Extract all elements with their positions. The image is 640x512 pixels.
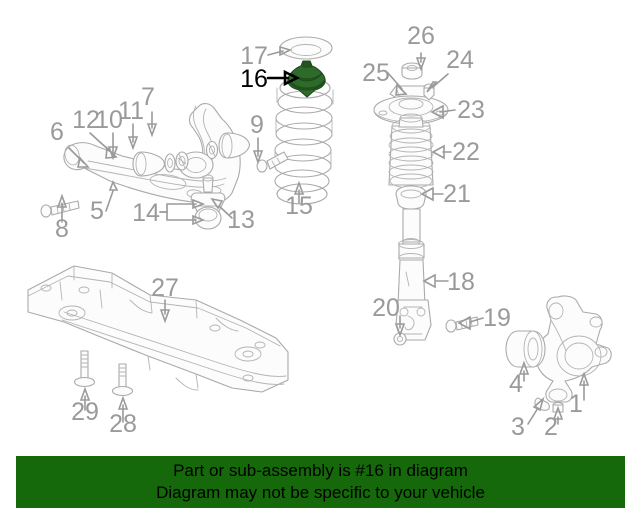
control-arm-bushing xyxy=(132,151,166,177)
callout-11: 11 xyxy=(118,97,144,125)
steering-knuckle-group xyxy=(505,295,612,425)
callout-15: 15 xyxy=(285,192,313,220)
callout-24: 24 xyxy=(446,46,474,74)
callout-26: 26 xyxy=(407,22,435,50)
callout-2: 2 xyxy=(544,413,558,441)
callout-labels: 1 2 3 4 5 6 7 8 9 10 11 12 13 14 15 16 1… xyxy=(50,22,583,441)
callout-27: 27 xyxy=(151,274,179,302)
coil-spring-group xyxy=(252,36,334,205)
crossmember-bolt-short xyxy=(111,363,134,397)
crossmember xyxy=(27,265,289,393)
ball-joint xyxy=(190,174,226,230)
wheel-bearing xyxy=(505,330,546,368)
callout-9: 9 xyxy=(250,111,264,139)
crossmember-bolt-long xyxy=(73,350,96,388)
callout-22: 22 xyxy=(452,138,480,166)
callout-18: 18 xyxy=(447,268,475,296)
callout-28: 28 xyxy=(109,410,137,438)
callout-14: 14 xyxy=(132,199,160,227)
callout-4: 4 xyxy=(509,370,523,398)
leader-5 xyxy=(105,190,114,212)
callout-25: 25 xyxy=(362,59,390,87)
callout-10: 10 xyxy=(95,106,123,134)
callout-7: 7 xyxy=(141,83,155,111)
steering-knuckle xyxy=(535,295,612,403)
strut-assembly xyxy=(395,208,432,341)
callout-1: 1 xyxy=(569,390,583,418)
crossmember-group xyxy=(27,265,289,423)
bushing-washer xyxy=(175,151,189,171)
leader-25 xyxy=(387,72,403,90)
coil-spring xyxy=(274,77,334,205)
callout-5: 5 xyxy=(90,197,104,225)
lower-control-arm-group xyxy=(40,103,251,230)
callout-17: 17 xyxy=(240,42,268,70)
callout-16: 16 xyxy=(240,65,268,93)
leader-3 xyxy=(527,407,539,425)
bushing-nut xyxy=(205,140,219,160)
strut-group xyxy=(373,52,484,346)
control-arm-bolt xyxy=(40,200,80,218)
bushing-sleeve xyxy=(164,153,176,173)
callout-6: 6 xyxy=(50,118,64,146)
bushing-outer xyxy=(218,132,251,159)
callout-23: 23 xyxy=(457,96,485,124)
part-info-banner: Part or sub-assembly is #16 in diagram D… xyxy=(16,456,625,508)
callout-8: 8 xyxy=(55,215,69,243)
leader-24 xyxy=(432,73,449,88)
callout-13: 13 xyxy=(227,206,255,234)
callout-29: 29 xyxy=(71,398,99,426)
callout-19: 19 xyxy=(483,304,511,332)
callout-20: 20 xyxy=(372,294,400,322)
banner-line-secondary: Diagram may not be specific to your vehi… xyxy=(156,483,485,502)
spring-seat xyxy=(279,36,333,60)
mount-nut xyxy=(401,62,423,80)
spring-bolt xyxy=(256,151,289,173)
leader-13 xyxy=(218,205,233,219)
dust-boot xyxy=(388,113,434,189)
leader-14 xyxy=(159,198,206,226)
callout-3: 3 xyxy=(511,413,525,441)
callout-12: 12 xyxy=(72,106,100,134)
leader-19 xyxy=(469,317,484,323)
callout-21: 21 xyxy=(443,180,471,208)
strut-bumper xyxy=(395,185,427,210)
banner-line-primary: Part or sub-assembly is #16 in diagram xyxy=(173,461,468,480)
